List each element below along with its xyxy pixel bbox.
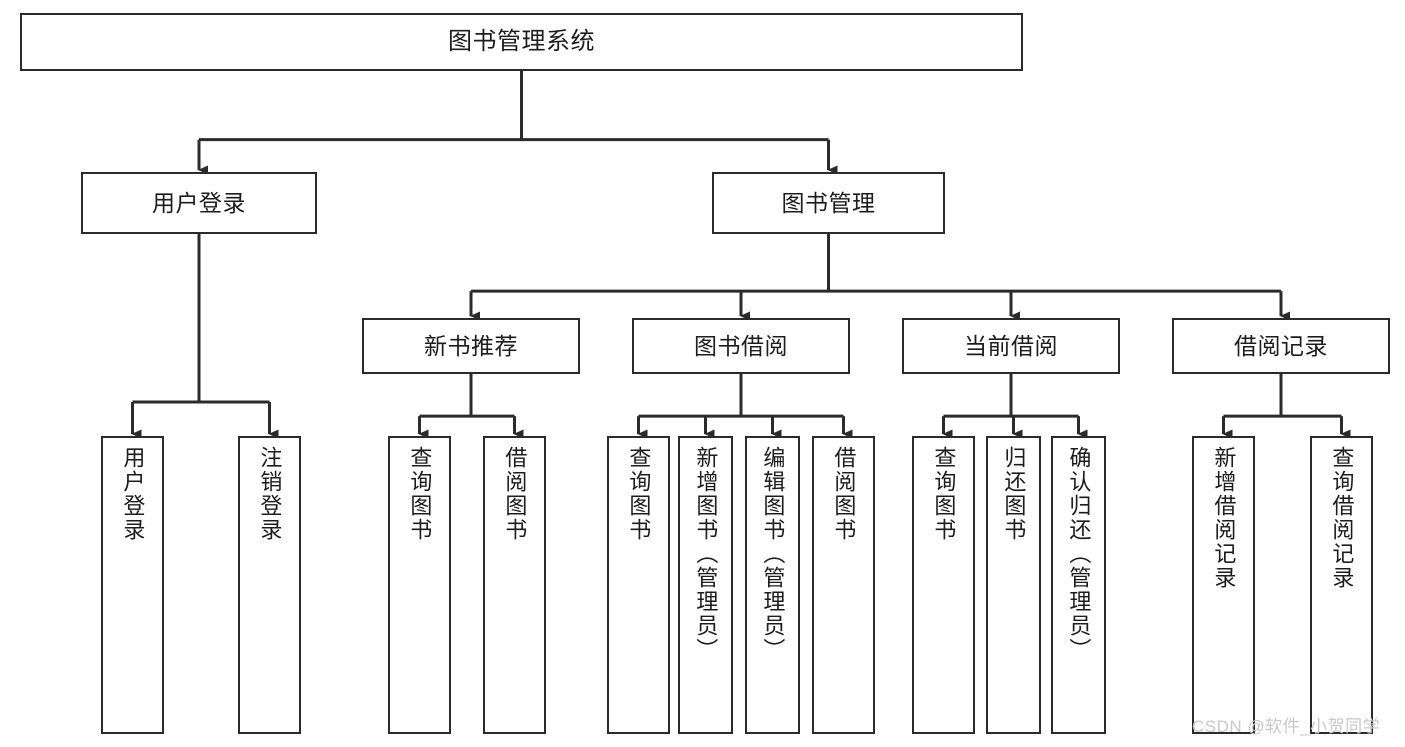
- leaf-user-login[interactable]: 用户登录: [101, 436, 164, 734]
- node-label: 用户登录: [152, 189, 246, 216]
- node-label: 借阅图书: [502, 446, 528, 542]
- node-label: 当前借阅: [964, 332, 1058, 359]
- node-label: 查询借阅记录: [1329, 446, 1355, 590]
- leaf-borrow-edit-book-admin[interactable]: 编辑图书（管理员）: [745, 436, 800, 734]
- leaf-current-confirm-return-admin[interactable]: 确认归还（管理员）: [1051, 436, 1106, 734]
- node-book-manage[interactable]: 图书管理: [712, 172, 945, 234]
- node-user-login[interactable]: 用户登录: [81, 172, 317, 234]
- node-label: 查询图书: [931, 446, 957, 542]
- node-new-book-recommend[interactable]: 新书推荐: [362, 318, 580, 374]
- csdn-watermark: CSDN @软件_小贺同学: [1192, 717, 1381, 736]
- node-root[interactable]: 图书管理系统: [20, 13, 1023, 71]
- node-label: 新增图书（管理员）: [693, 446, 719, 662]
- node-label: 用户登录: [120, 446, 146, 542]
- node-label: 查询图书: [407, 446, 433, 542]
- node-label: 借阅记录: [1234, 332, 1328, 359]
- leaf-borrow-query-book[interactable]: 查询图书: [607, 436, 670, 734]
- leaf-current-return-book[interactable]: 归还图书: [986, 436, 1041, 734]
- node-current-borrow[interactable]: 当前借阅: [902, 318, 1120, 374]
- node-label: 图书管理系统: [448, 28, 595, 56]
- node-label: 图书借阅: [694, 332, 788, 359]
- node-label: 借阅图书: [831, 446, 857, 542]
- node-book-borrow[interactable]: 图书借阅: [632, 318, 850, 374]
- leaf-newbook-borrow-book[interactable]: 借阅图书: [483, 436, 546, 734]
- leaf-borrow-add-book-admin[interactable]: 新增图书（管理员）: [678, 436, 733, 734]
- node-label: 确认归还（管理员）: [1066, 446, 1092, 662]
- node-label: 查询图书: [626, 446, 652, 542]
- node-label: 归还图书: [1001, 446, 1027, 542]
- leaf-newbook-query-book[interactable]: 查询图书: [388, 436, 451, 734]
- leaf-current-query-book[interactable]: 查询图书: [912, 436, 975, 734]
- node-label: 图书管理: [781, 189, 876, 216]
- node-label: 新书推荐: [424, 332, 518, 359]
- leaf-record-add-record[interactable]: 新增借阅记录: [1192, 436, 1255, 734]
- leaf-borrow-borrow-book[interactable]: 借阅图书: [812, 436, 875, 734]
- node-borrow-record[interactable]: 借阅记录: [1172, 318, 1390, 374]
- leaf-record-query-record[interactable]: 查询借阅记录: [1310, 436, 1373, 734]
- node-label: 新增借阅记录: [1211, 446, 1237, 590]
- leaf-logout[interactable]: 注销登录: [238, 436, 301, 734]
- node-label: 编辑图书（管理员）: [760, 446, 786, 662]
- node-label: 注销登录: [257, 446, 283, 542]
